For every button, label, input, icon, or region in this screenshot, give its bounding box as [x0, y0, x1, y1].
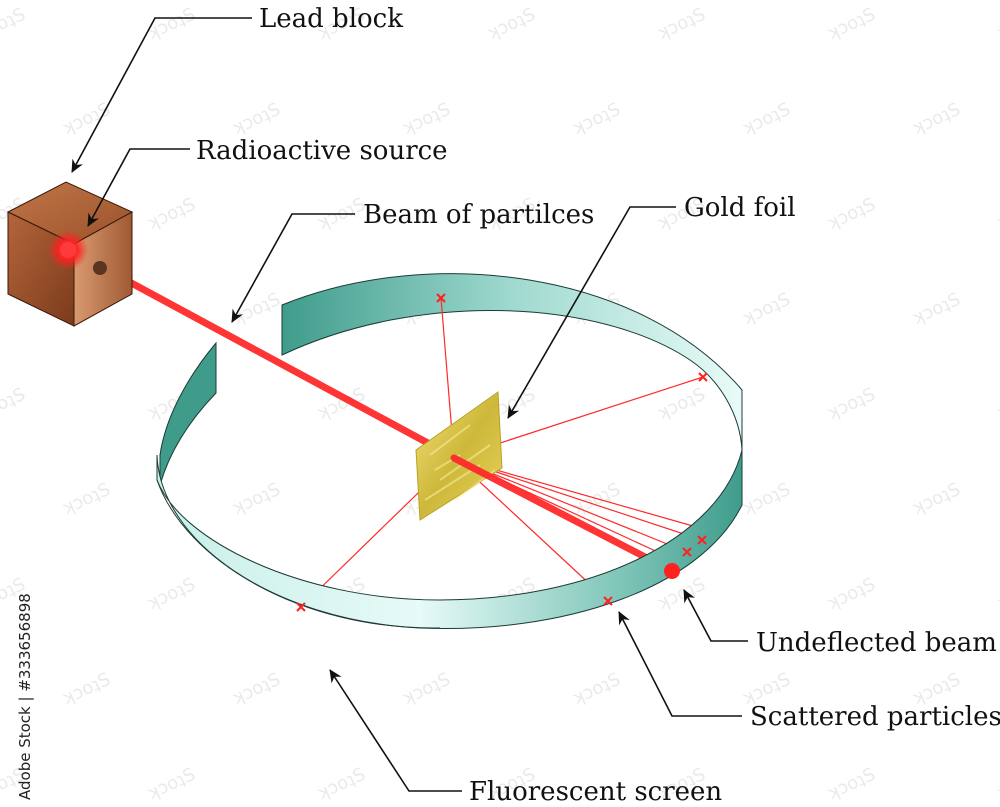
watermark-tile: ʞɔoʇS: [738, 289, 793, 330]
watermark-tile: ʞɔoʇS: [228, 289, 283, 330]
watermark-tile: ʞɔoʇS: [228, 99, 283, 140]
watermark-tile: ʞɔoʇS: [143, 764, 198, 805]
scatter-marks: [296, 293, 708, 612]
watermark-tile: ʞɔoʇS: [398, 99, 453, 140]
watermark-tile: ʞɔoʇS: [738, 479, 793, 520]
leader-scattered: [618, 611, 742, 717]
scatter-mark: [682, 547, 692, 557]
watermark-tile: ʞɔoʇS: [483, 4, 538, 45]
watermark-tile: ʞɔoʇS: [58, 99, 113, 140]
undeflected-spot: [664, 563, 680, 579]
scatter-mark: [698, 372, 708, 382]
watermark-tile: ʞɔoʇS: [993, 384, 1000, 425]
label-radioactive-source: Radioactive source: [196, 136, 448, 166]
watermark-tile: ʞɔoʇS: [58, 669, 113, 710]
watermark-tile: ʞɔoʇS: [143, 574, 198, 615]
watermark-tile: ʞɔoʇS: [823, 384, 878, 425]
watermark-tile: ʞɔoʇS: [993, 194, 1000, 235]
scatter-mark: [603, 596, 613, 606]
watermark-tile: ʞɔoʇS: [653, 4, 708, 45]
leader-beam: [231, 213, 355, 323]
particle-beam: [94, 261, 454, 459]
watermark-tile: ʞɔoʇS: [228, 479, 283, 520]
fluorescent-screen: [156, 449, 743, 630]
watermark-tile: ʞɔoʇS: [58, 479, 113, 520]
stock-credit: Adobe Stock | #333656898: [16, 593, 34, 800]
leader-lines: [71, 17, 748, 792]
scatter-mark: [296, 602, 306, 612]
watermark-tile: ʞɔoʇS: [823, 764, 878, 805]
watermark-tile: ʞɔoʇS: [908, 479, 963, 520]
watermark-tile: ʞɔoʇS: [908, 99, 963, 140]
watermark-tile: ʞɔoʇS: [228, 669, 283, 710]
leader-fluorescent: [329, 669, 462, 792]
radioactive-source-core: [60, 242, 76, 258]
watermark-tile: ʞɔoʇS: [398, 669, 453, 710]
watermark-tile: ʞɔoʇS: [823, 194, 878, 235]
screen-back-wall: [281, 273, 743, 451]
screen-back-wall-left: [159, 341, 217, 486]
label-scattered-particles: Scattered particles: [750, 702, 1000, 732]
watermark-tile: ʞɔoʇS: [823, 4, 878, 45]
watermark-tile: ʞɔoʇS: [908, 289, 963, 330]
watermark-tile: ʞɔoʇS: [993, 4, 1000, 45]
undeflected-beam-line: [450, 454, 676, 575]
watermark-tile: ʞɔoʇS: [993, 574, 1000, 615]
label-gold-foil: Gold foil: [684, 193, 796, 223]
leader-gold-foil: [507, 206, 676, 419]
leader-radioactive-source: [87, 148, 190, 227]
watermark-tile: ʞɔoʇS: [313, 764, 368, 805]
watermark-layer: ʞɔoʇS ʞɔoʇS ʞɔoʇS ʞɔoʇS ʞɔoʇS ʞɔoʇS ʞɔoʇS ʞɔoʇS…: [0, 4, 1000, 805]
watermark-tile: ʞɔoʇS: [0, 4, 29, 45]
scatter-mark: [697, 535, 707, 545]
watermark-tile: ʞɔoʇS: [568, 669, 623, 710]
label-beam: Beam of partilces: [363, 200, 594, 230]
leader-lead-block: [71, 17, 252, 173]
watermark-tile: ʞɔoʇS: [738, 99, 793, 140]
label-fluorescent-screen: Fluorescent screen: [469, 777, 722, 807]
watermark-tile: ʞɔoʇS: [568, 99, 623, 140]
watermark-tile: ʞɔoʇS: [823, 574, 878, 615]
watermark-tile: ʞɔoʇS: [993, 764, 1000, 805]
label-undeflected-beam: Undeflected beam: [756, 628, 997, 658]
leader-undeflected: [683, 589, 748, 642]
screen-bottom-edge: [156, 479, 441, 629]
watermark-tile: ʞɔoʇS: [568, 479, 623, 520]
watermark-tile: ʞɔoʇS: [0, 384, 29, 425]
scatter-mark: [436, 293, 446, 303]
beam-exit-hole: [93, 261, 107, 275]
watermark-tile: ʞɔoʇS: [143, 194, 198, 235]
label-lead-block: Lead block: [259, 4, 403, 34]
